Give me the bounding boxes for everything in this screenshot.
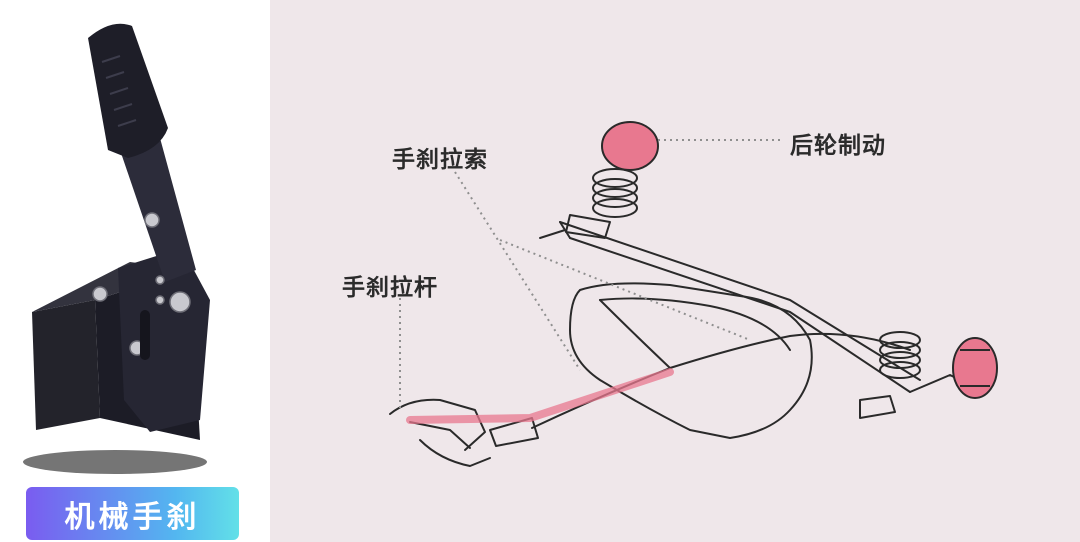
right-rear-brake-disc xyxy=(952,337,998,399)
cable-main xyxy=(531,332,911,429)
lever-body xyxy=(389,398,486,451)
rear-axle-beam xyxy=(559,221,921,393)
right-spring xyxy=(879,331,921,379)
schematic-panel: 手刹拉索 后轮制动 手刹拉杆 xyxy=(270,0,1080,542)
product-grip xyxy=(88,23,168,159)
handbrake-system-diagram xyxy=(389,121,998,467)
label-handbrake-lever: 手刹拉杆 xyxy=(342,275,438,301)
lever-cable-highlight xyxy=(406,368,674,424)
handbrake-product-illustration xyxy=(23,23,210,474)
product-lever-arm xyxy=(120,138,196,282)
left-rear-hub xyxy=(539,221,571,239)
mechanical-handbrake-badge: 机械手刹 xyxy=(26,487,239,540)
left-spring xyxy=(592,168,638,218)
product-base xyxy=(32,300,100,430)
label-rear-wheel-brake: 后轮制动 xyxy=(790,133,886,159)
left-rear-brake-disc xyxy=(601,121,659,171)
product-bolts xyxy=(92,212,191,356)
label-handbrake-cable: 手刹拉索 xyxy=(392,147,488,173)
leader-cable xyxy=(454,171,581,371)
left-rear-mount xyxy=(565,214,611,239)
product-shadow xyxy=(23,450,207,474)
cable-left-branch xyxy=(599,299,671,369)
product-panel: 机械手刹 xyxy=(0,0,270,542)
fuel-tank xyxy=(569,282,813,439)
right-rear-hub xyxy=(859,374,971,419)
